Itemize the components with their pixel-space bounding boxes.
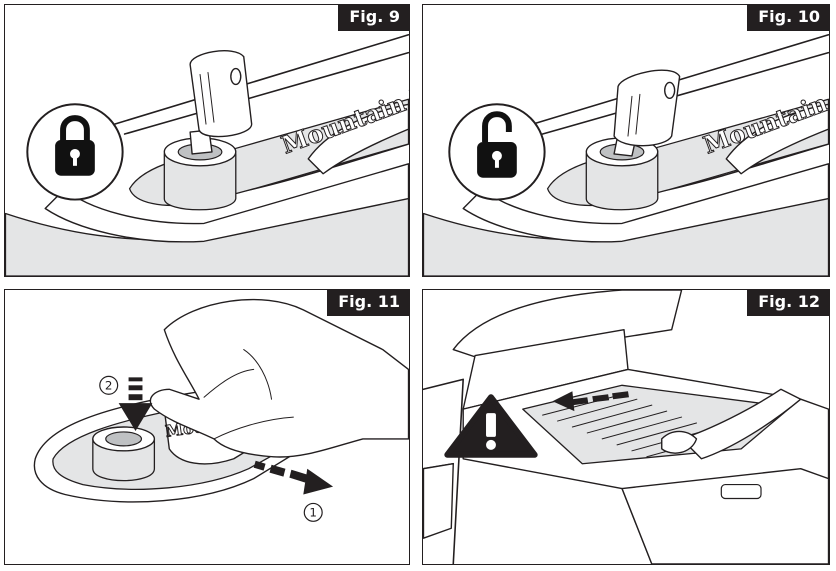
handle-grip bbox=[725, 103, 829, 175]
figure-9-label: Fig. 9 bbox=[338, 5, 409, 31]
rail-lip bbox=[462, 163, 829, 243]
lock-cylinder bbox=[163, 153, 237, 211]
figure-12-panel: Fig. 12 bbox=[422, 289, 830, 565]
figure-9-illustration: Mountain T bbox=[5, 33, 409, 276]
figure-11-label: Fig. 11 bbox=[327, 290, 409, 316]
step-2-label: 2 bbox=[105, 378, 113, 392]
figure-11-illustration: Mountain 2 1 bbox=[33, 298, 409, 522]
hand-detail-lines bbox=[203, 349, 294, 440]
step-1-marker bbox=[303, 502, 323, 522]
figure-10-illustration: Mountain T bbox=[423, 33, 829, 276]
figure-9-panel: Fig. 9 Mountain T bbox=[4, 4, 410, 277]
handle-grip bbox=[307, 103, 409, 175]
hand bbox=[149, 298, 409, 458]
tail-light bbox=[423, 463, 454, 539]
key bbox=[613, 69, 681, 157]
figure-10-panel: Fig. 10 Mountain T bbox=[422, 4, 830, 277]
figure-10-label: Fig. 10 bbox=[747, 5, 829, 31]
step-1-label: 1 bbox=[309, 505, 317, 519]
truck-cab-roof bbox=[452, 290, 683, 361]
unlocked-padlock-icon bbox=[477, 111, 517, 178]
tailgate-handle bbox=[720, 483, 762, 500]
rail-lip bbox=[44, 163, 409, 243]
figure-12-label: Fig. 12 bbox=[747, 290, 829, 316]
figure-11-panel: Fig. 11 Mountain 2 1 bbox=[4, 289, 410, 565]
truck-tailgate bbox=[621, 468, 829, 564]
pull-arrow bbox=[253, 460, 334, 495]
locked-padlock-icon bbox=[55, 115, 95, 176]
key bbox=[189, 50, 253, 155]
arm bbox=[680, 388, 802, 460]
figure-12-illustration bbox=[423, 290, 829, 564]
warning-icon bbox=[444, 394, 538, 458]
step-2-marker bbox=[99, 375, 119, 395]
hand bbox=[661, 430, 698, 454]
lock-cylinder bbox=[585, 153, 659, 211]
press-down-arrow bbox=[118, 377, 153, 431]
lock-button bbox=[105, 431, 143, 447]
push-arrow bbox=[552, 391, 629, 412]
